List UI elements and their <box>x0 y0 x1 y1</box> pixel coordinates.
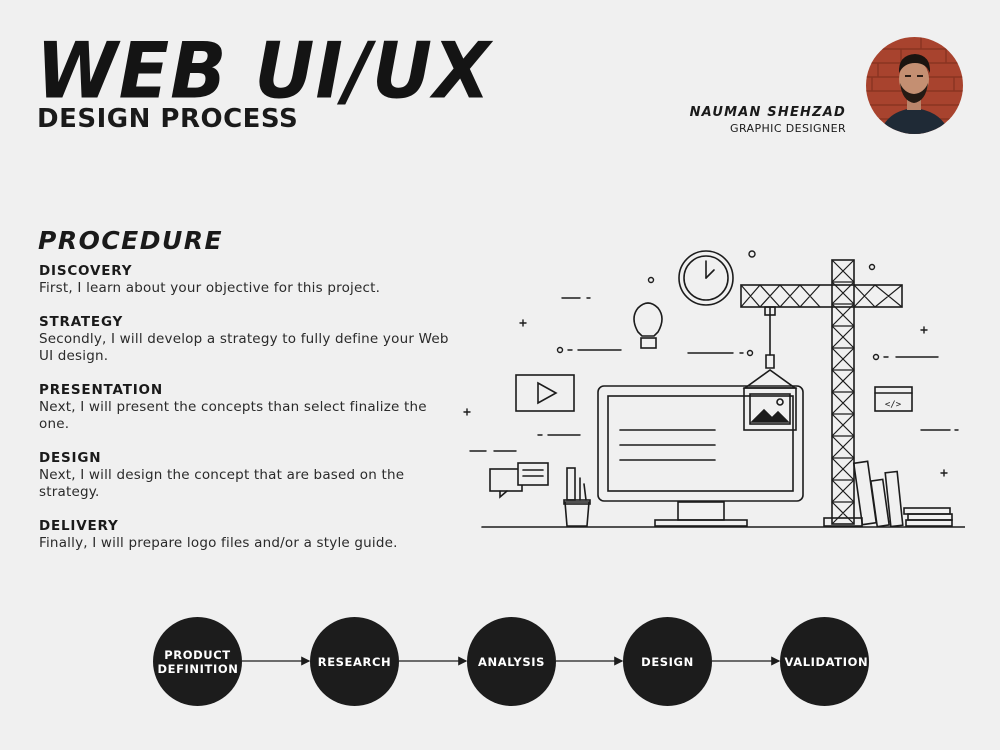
step-strategy: STRATEGY Secondly, I will develop a stra… <box>39 314 459 366</box>
page-title: WEB UI/UX <box>36 26 492 117</box>
books-stack-icon <box>852 460 953 528</box>
flow-node-design[interactable]: DESIGN <box>623 617 712 706</box>
step-title: DELIVERY <box>39 517 119 534</box>
step-description: Secondly, I will develop a strategy to f… <box>39 330 449 365</box>
monitor <box>597 385 804 527</box>
hanging-image-frame <box>742 369 798 431</box>
step-description: First, I learn about your objective for … <box>39 280 381 296</box>
pencil-cup-icon <box>563 467 591 527</box>
procedure-steps: DISCOVERY First, I learn about your obje… <box>39 263 459 568</box>
step-delivery: DELIVERY Finally, I will prepare logo fi… <box>39 518 459 553</box>
chat-bubbles-icon <box>489 462 549 499</box>
page-subtitle: DESIGN PROCESS <box>37 104 299 134</box>
step-discovery: DISCOVERY First, I learn about your obje… <box>39 263 459 298</box>
construction-crane <box>740 259 903 527</box>
decorative-dots-lines <box>463 250 959 477</box>
video-player-icon <box>515 374 575 412</box>
flow-node-validation[interactable]: VALIDATION <box>780 617 869 706</box>
lightbulb-icon <box>633 302 663 349</box>
flow-node-product-definition[interactable]: PRODUCT DEFINITION <box>153 617 242 706</box>
step-description: Next, I will design the concept that are… <box>39 466 405 501</box>
web-design-illustration: </> <box>463 250 965 528</box>
step-title: STRATEGY <box>39 313 124 330</box>
flow-node-label: ANALYSIS <box>478 654 545 669</box>
flow-node-label: VALIDATION <box>784 654 869 669</box>
step-title: PRESENTATION <box>39 381 163 398</box>
step-presentation: PRESENTATION Next, I will present the co… <box>39 382 459 434</box>
clock-icon <box>678 250 734 306</box>
step-title: DESIGN <box>39 449 102 466</box>
flow-node-label: PRODUCT DEFINITION <box>157 647 239 676</box>
author-block: NAUMAN SHEHZAD GRAPHIC DESIGNER <box>690 105 846 137</box>
flow-node-label: DESIGN <box>641 654 694 669</box>
step-title: DISCOVERY <box>39 263 133 279</box>
avatar <box>866 37 963 134</box>
procedure-title: PROCEDURE <box>38 226 224 255</box>
flow-node-analysis[interactable]: ANALYSIS <box>467 617 556 706</box>
step-description: Finally, I will prepare logo files and/o… <box>39 534 398 551</box>
code-box-icon <box>874 386 913 412</box>
step-design: DESIGN Next, I will design the concept t… <box>39 450 459 502</box>
author-role: GRAPHIC DESIGNER <box>730 122 846 135</box>
code-tag-label: </> <box>885 400 902 410</box>
flow-node-research[interactable]: RESEARCH <box>310 617 399 706</box>
flow-node-label: RESEARCH <box>317 654 392 669</box>
author-name: NAUMAN SHEHZAD <box>689 105 846 120</box>
step-description: Next, I will present the concepts than s… <box>39 398 427 433</box>
